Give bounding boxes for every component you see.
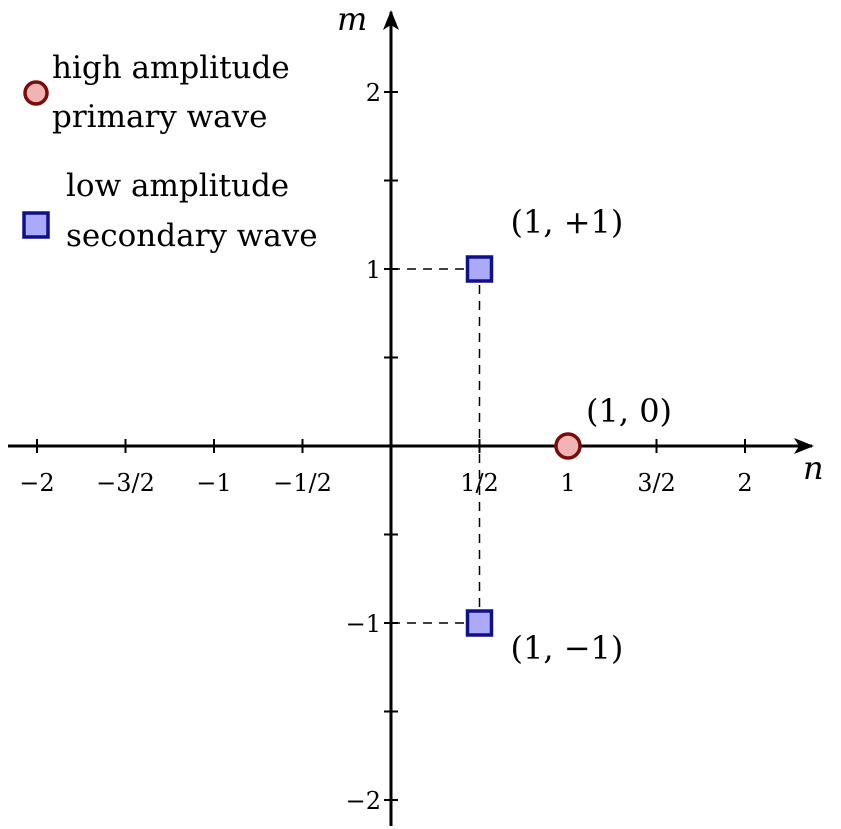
legend-primary-line1: high amplitude xyxy=(52,50,290,86)
x-tick-label: 1/2 xyxy=(460,469,499,497)
primary-wave-point xyxy=(554,432,582,460)
y-tick-label: 2 xyxy=(366,79,381,107)
x-tick-label: 3/2 xyxy=(637,469,676,497)
points xyxy=(465,255,582,637)
x-axis-label: n xyxy=(803,449,824,487)
guide-lines xyxy=(391,268,481,624)
x-tick-label: 1 xyxy=(560,469,575,497)
point-labels: (1, 0) (1, +1) (1, −1) xyxy=(511,203,673,667)
legend: high amplitude primary wave low amplitud… xyxy=(22,50,318,254)
legend-primary-line2: primary wave xyxy=(52,99,268,135)
legend-secondary-line1: low amplitude xyxy=(66,168,289,204)
x-tick-label: −2 xyxy=(19,469,54,497)
x-tick-label: −1 xyxy=(196,469,231,497)
y-ticks: 2 1 −1 −2 xyxy=(346,79,398,815)
secondary-wave-point xyxy=(465,609,494,637)
point-label: (1, +1) xyxy=(511,203,624,241)
x-tick-label: 2 xyxy=(737,469,752,497)
x-tick-label: −3/2 xyxy=(96,469,155,497)
x-ticks: −2 −3/2 −1 −1/2 1/2 1 3/2 2 xyxy=(19,439,753,497)
legend-square-marker xyxy=(22,211,50,239)
secondary-wave-point xyxy=(465,255,494,283)
x-tick-label: −1/2 xyxy=(273,469,332,497)
y-axis-label: m xyxy=(337,0,367,38)
y-tick-label: −2 xyxy=(346,787,381,815)
legend-secondary-line2: secondary wave xyxy=(66,218,318,254)
point-label: (1, 0) xyxy=(586,392,672,430)
y-tick-label: −1 xyxy=(346,610,381,638)
point-label: (1, −1) xyxy=(511,629,624,667)
legend-circle-marker xyxy=(23,80,49,106)
y-tick-label: 1 xyxy=(366,256,381,284)
